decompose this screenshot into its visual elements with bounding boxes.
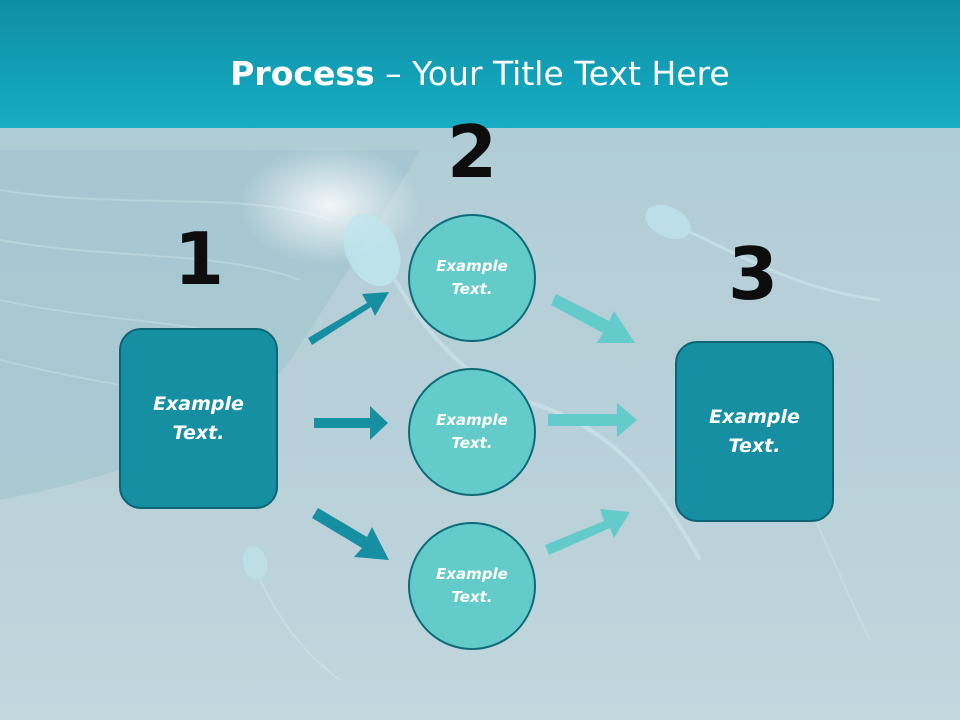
title-rest: – Your Title Text Here xyxy=(374,54,730,93)
arrow-top-to-right xyxy=(551,294,635,343)
circle-bottom-label: Example Text. xyxy=(436,565,508,606)
arrow-left-to-bottom xyxy=(312,508,389,560)
step-number-2: 2 xyxy=(446,110,498,194)
step-1-box: Example Text. xyxy=(119,328,278,509)
title-bold: Process xyxy=(230,54,375,93)
arrow-middle-to-right xyxy=(548,403,637,437)
arrow-left-to-middle xyxy=(314,406,388,440)
step-2-circle-bottom: Example Text. xyxy=(408,522,536,650)
step-number-3: 3 xyxy=(727,232,779,316)
arrow-left-to-top xyxy=(308,292,389,345)
slide-title: Process – Your Title Text Here xyxy=(0,52,960,96)
title-band xyxy=(0,0,960,128)
circle-top-label: Example Text. xyxy=(436,257,508,298)
step-number-1: 1 xyxy=(173,217,225,301)
arrow-bottom-to-right xyxy=(545,509,630,555)
step-2-circle-middle: Example Text. xyxy=(408,368,536,496)
step-3-label: Example Text. xyxy=(709,405,800,457)
step-2-circle-top: Example Text. xyxy=(408,214,536,342)
step-3-box: Example Text. xyxy=(675,341,834,522)
circle-middle-label: Example Text. xyxy=(436,411,508,452)
step-1-label: Example Text. xyxy=(153,392,244,444)
